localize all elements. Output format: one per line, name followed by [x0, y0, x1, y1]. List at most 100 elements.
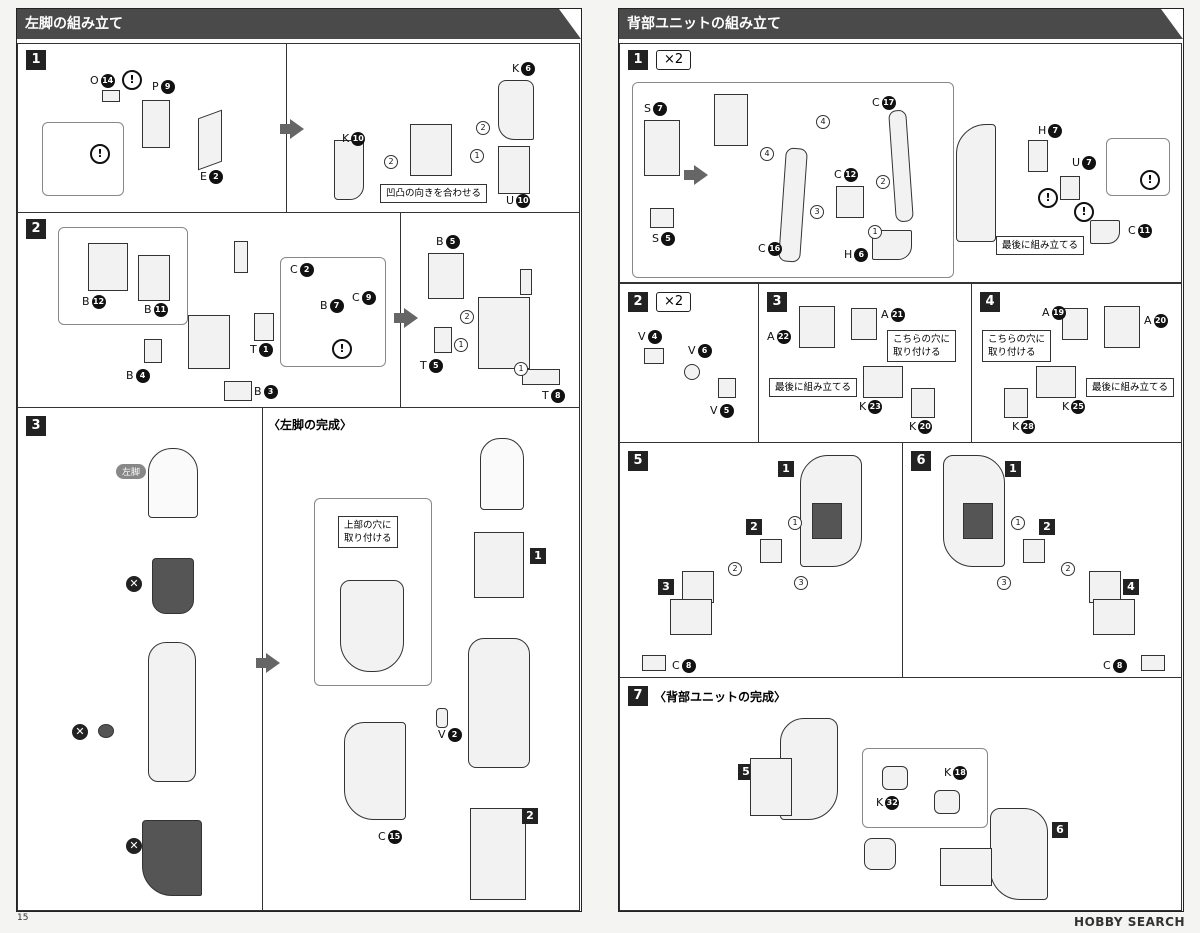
order-marker: 2	[728, 561, 742, 576]
completion-title: 〈背部ユニットの完成〉	[654, 690, 787, 704]
part-shape	[940, 848, 992, 886]
part-shape	[882, 766, 908, 790]
part-shape	[1028, 140, 1048, 172]
part-shape	[470, 808, 526, 900]
part-shape	[474, 532, 524, 598]
flow-arrow	[684, 170, 694, 180]
instruction-note: 最後に組み立てる	[1086, 378, 1175, 397]
not-used-icon: ✕	[126, 838, 142, 854]
part-shape	[760, 539, 782, 563]
part-shape	[1141, 655, 1165, 671]
step-number: 1	[628, 50, 648, 70]
instruction-note: こちらの穴に取り付ける	[887, 330, 957, 362]
step-number: 7	[628, 686, 648, 706]
caution-icon: !	[1140, 170, 1160, 190]
caution-icon: !	[90, 144, 110, 164]
instruction-note: 最後に組み立てる	[996, 236, 1085, 255]
section-ref: 1	[1005, 461, 1021, 477]
part-shape	[644, 348, 664, 364]
instruction-note: 凹凸の向きを合わせる	[380, 184, 488, 203]
part-shape	[863, 366, 903, 398]
part-shape	[468, 638, 530, 768]
watermark: HOBBY SEARCH	[1074, 915, 1185, 929]
part-shape	[650, 208, 674, 228]
order-marker: 1	[868, 224, 882, 239]
part-shape	[142, 820, 202, 896]
part-shape	[684, 364, 700, 380]
order-marker: 2	[876, 174, 890, 189]
section-ref: 3	[658, 579, 674, 595]
completion-title: 〈左脚の完成〉	[268, 418, 353, 432]
part-shape	[644, 120, 680, 176]
order-marker: 3	[794, 575, 808, 590]
step-number: 6	[911, 451, 931, 471]
step-number: 2	[26, 219, 46, 239]
flow-arrow	[694, 165, 708, 185]
part-shape	[188, 315, 230, 369]
part-shape	[148, 642, 196, 782]
part-shape	[990, 808, 1048, 900]
section-ref: 4	[1123, 579, 1139, 595]
section-ref: 2	[1039, 519, 1055, 535]
page-number: 15	[17, 913, 29, 923]
part-shape	[340, 580, 404, 672]
part-shape	[142, 100, 170, 148]
order-marker: 3	[810, 204, 824, 219]
section-ref: 6	[1052, 822, 1068, 838]
part-shape	[1036, 366, 1076, 398]
part-shape	[714, 94, 748, 146]
order-marker: 2	[476, 120, 490, 135]
step-number: 3	[26, 416, 46, 436]
flow-arrow	[404, 308, 418, 328]
part-shape	[498, 80, 534, 140]
step-number: 1	[26, 50, 46, 70]
part-shape	[198, 109, 222, 171]
flow-arrow	[290, 119, 304, 139]
part-shape	[911, 388, 935, 418]
detail-inset	[42, 122, 124, 196]
step-number: 3	[767, 292, 787, 312]
part-shape	[812, 503, 842, 539]
multiplier-badge: ×2	[656, 292, 692, 312]
part-shape	[956, 124, 996, 242]
part-shape	[434, 327, 452, 353]
left-page-title: 左脚の組み立て	[17, 9, 581, 39]
part-shape	[98, 724, 114, 738]
section-ref: 1	[530, 548, 546, 564]
part-shape	[718, 378, 736, 398]
step-number: 2	[628, 292, 648, 312]
instruction-note: 上部の穴に取り付ける	[338, 516, 398, 548]
instruction-note: こちらの穴に取り付ける	[982, 330, 1052, 362]
caution-icon: !	[1074, 202, 1094, 222]
caution-icon: !	[122, 70, 142, 90]
flow-arrow	[280, 124, 290, 134]
part-shape	[963, 503, 993, 539]
order-marker: 4	[816, 114, 830, 129]
order-marker: 2	[384, 154, 398, 169]
instruction-note: 最後に組み立てる	[769, 378, 858, 397]
